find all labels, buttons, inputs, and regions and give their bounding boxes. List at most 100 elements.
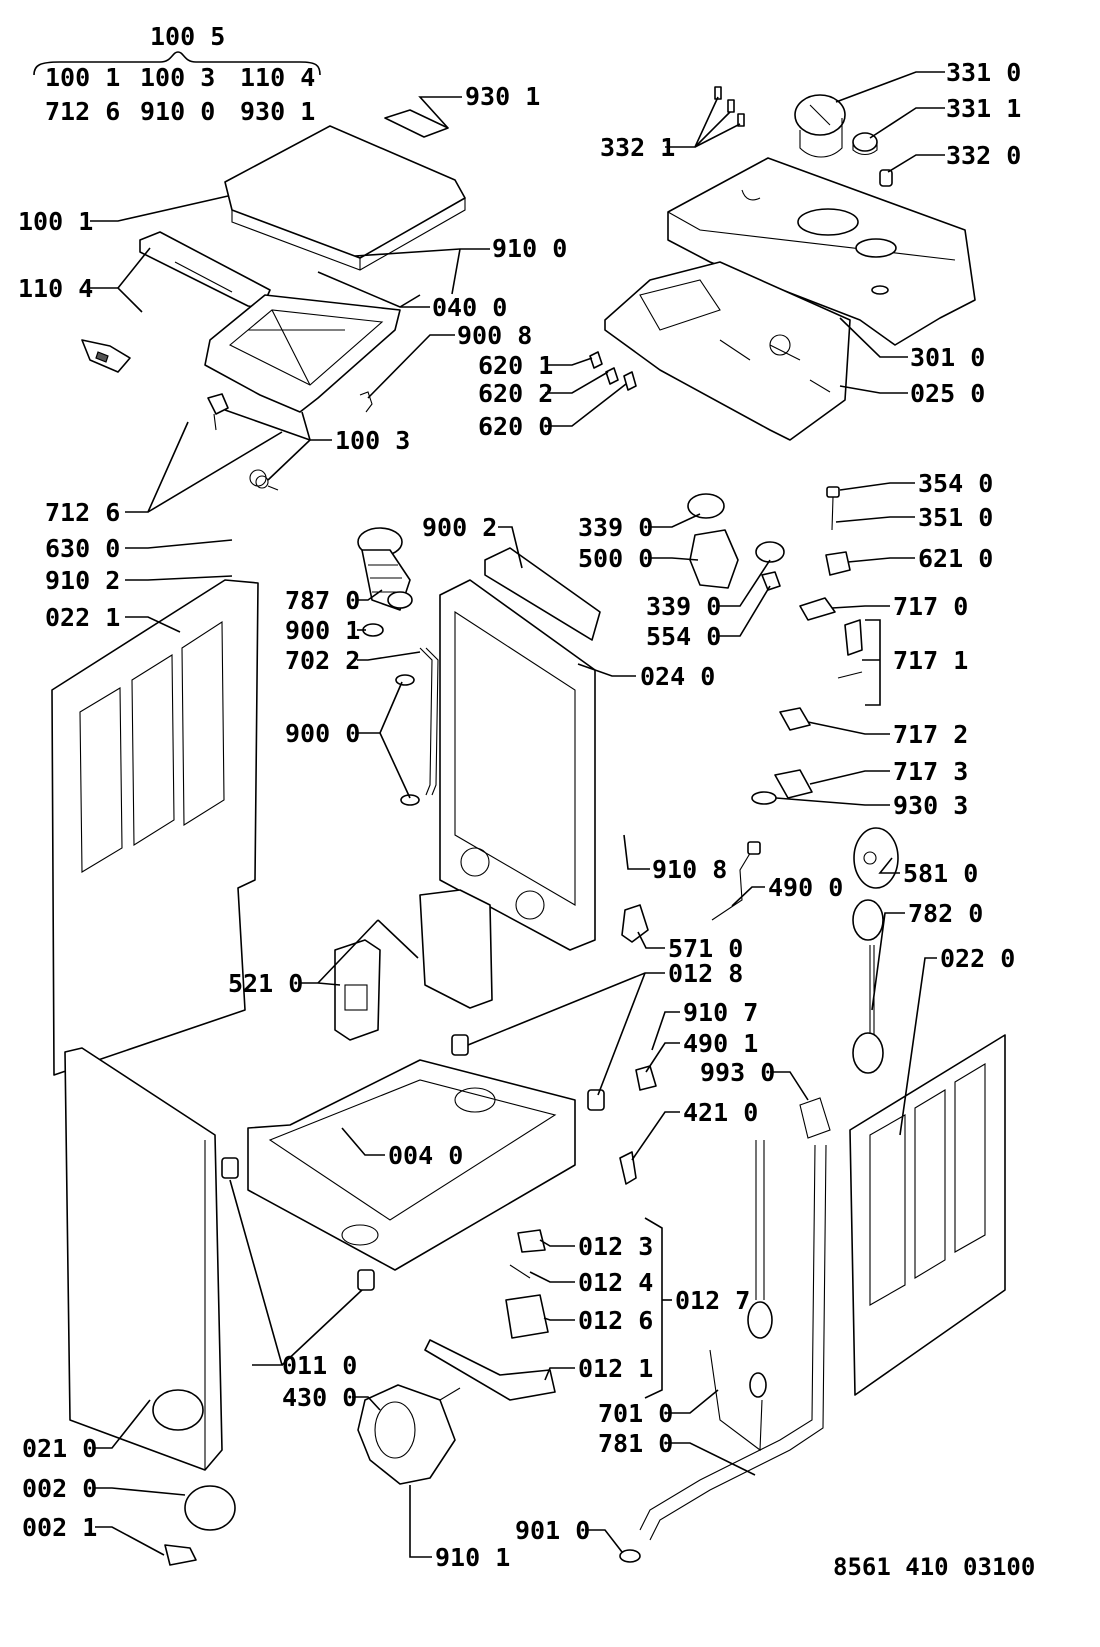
spring-part xyxy=(249,469,279,491)
part-label: 022 0 xyxy=(940,944,1015,973)
part-label: 910 8 xyxy=(652,855,727,884)
part-label: 430 0 xyxy=(282,1383,357,1412)
cable-part xyxy=(711,841,761,921)
part-label: 782 0 xyxy=(908,899,983,928)
part-label: 339 0 xyxy=(578,513,653,542)
part-label: 910 0 xyxy=(492,234,567,263)
top-frame-part xyxy=(204,294,401,413)
part-label: 012 7 xyxy=(675,1286,750,1315)
kit-member-label: 930 1 xyxy=(240,97,315,126)
part-label: 012 1 xyxy=(578,1354,653,1383)
small-parts-bottom xyxy=(619,1065,657,1185)
part-label: 717 0 xyxy=(893,592,968,621)
pump-subparts xyxy=(424,1229,556,1401)
kit-member-label: 910 0 xyxy=(140,97,215,126)
part-label: 571 0 xyxy=(668,934,743,963)
part-label: 004 0 xyxy=(388,1141,463,1170)
pressure-switch-part xyxy=(852,827,899,1074)
control-panel-part xyxy=(667,157,976,346)
part-label: 024 0 xyxy=(640,662,715,691)
part-label: 002 0 xyxy=(22,1474,97,1503)
part-label: 702 2 xyxy=(285,646,360,675)
part-label: 012 3 xyxy=(578,1232,653,1261)
base-frame-part xyxy=(247,1059,576,1271)
hose-part xyxy=(357,527,413,611)
timer-part xyxy=(687,493,785,591)
part-labels: 100 5 100 1 100 3 110 4 712 6 910 0 930 … xyxy=(18,22,1035,1581)
part-label: 490 0 xyxy=(768,873,843,902)
part-label: 331 0 xyxy=(946,58,1021,87)
part-label: 554 0 xyxy=(646,622,721,651)
part-label: 717 2 xyxy=(893,720,968,749)
part-label: 993 0 xyxy=(700,1058,775,1087)
part-label: 490 1 xyxy=(683,1029,758,1058)
clips-620-part xyxy=(589,351,637,391)
valve-part xyxy=(621,904,649,943)
part-label: 301 0 xyxy=(910,343,985,372)
part-label: 421 0 xyxy=(683,1098,758,1127)
part-label: 021 0 xyxy=(22,1434,97,1463)
kit-member-label: 712 6 xyxy=(45,97,120,126)
part-label: 022 1 xyxy=(45,603,120,632)
left-side-panel-part xyxy=(51,579,259,1076)
top-lid-part xyxy=(224,125,466,271)
filter-cap-part xyxy=(164,1544,197,1566)
part-label: 900 0 xyxy=(285,719,360,748)
part-label: 521 0 xyxy=(228,969,303,998)
part-label: 002 1 xyxy=(22,1513,97,1542)
part-label: 011 0 xyxy=(282,1351,357,1380)
part-label: 717 3 xyxy=(893,757,968,786)
part-label: 701 0 xyxy=(598,1399,673,1428)
latch-part xyxy=(81,339,131,373)
part-label: 332 1 xyxy=(600,133,675,162)
pipe-702-part xyxy=(419,647,439,796)
part-label: 040 0 xyxy=(432,293,507,322)
part-label: 901 0 xyxy=(515,1516,590,1545)
document-reference: 8561 410 03100 xyxy=(833,1553,1035,1581)
rear-frame-part xyxy=(439,547,601,951)
part-label: 620 1 xyxy=(478,351,553,380)
main-knob-part xyxy=(794,94,846,158)
part-label: 581 0 xyxy=(903,859,978,888)
part-label: 630 0 xyxy=(45,534,120,563)
part-label: 620 2 xyxy=(478,379,553,408)
part-label: 500 0 xyxy=(578,544,653,573)
part-label: 910 1 xyxy=(435,1543,510,1572)
sensor-354-part xyxy=(825,486,851,576)
pins-part xyxy=(714,86,893,187)
filter-cover-part xyxy=(184,1485,236,1531)
pump-part xyxy=(357,1384,461,1485)
part-label: 910 2 xyxy=(45,566,120,595)
part-label: 332 0 xyxy=(946,141,1021,170)
drain-hose-part xyxy=(619,1097,831,1563)
part-label: 331 1 xyxy=(946,94,1021,123)
bezel-part xyxy=(139,231,271,309)
part-label: 717 1 xyxy=(893,646,968,675)
kit-member-label: 110 4 xyxy=(240,63,315,92)
bracket-part xyxy=(334,889,493,1041)
part-label: 900 1 xyxy=(285,616,360,645)
part-label: 910 7 xyxy=(683,998,758,1027)
part-label: 620 0 xyxy=(478,412,553,441)
part-label: 012 4 xyxy=(578,1268,653,1297)
electronic-board-part xyxy=(604,261,851,441)
hinge-part xyxy=(207,393,229,431)
part-label: 930 3 xyxy=(893,791,968,820)
feet-part xyxy=(221,1034,605,1291)
motor-clip-717-part xyxy=(751,597,863,805)
part-label: 900 2 xyxy=(422,513,497,542)
part-label: 100 1 xyxy=(18,207,93,236)
part-label: 100 3 xyxy=(335,426,410,455)
right-side-panel-part xyxy=(849,1034,1006,1396)
part-label: 339 0 xyxy=(646,592,721,621)
part-label: 712 6 xyxy=(45,498,120,527)
leader-lines xyxy=(33,51,945,1558)
part-label: 354 0 xyxy=(918,469,993,498)
part-label: 621 0 xyxy=(918,544,993,573)
part-label: 012 8 xyxy=(668,959,743,988)
clips-900-part xyxy=(395,674,420,806)
front-panel-part xyxy=(64,1047,223,1471)
strip-part xyxy=(384,109,449,138)
part-label: 930 1 xyxy=(465,82,540,111)
